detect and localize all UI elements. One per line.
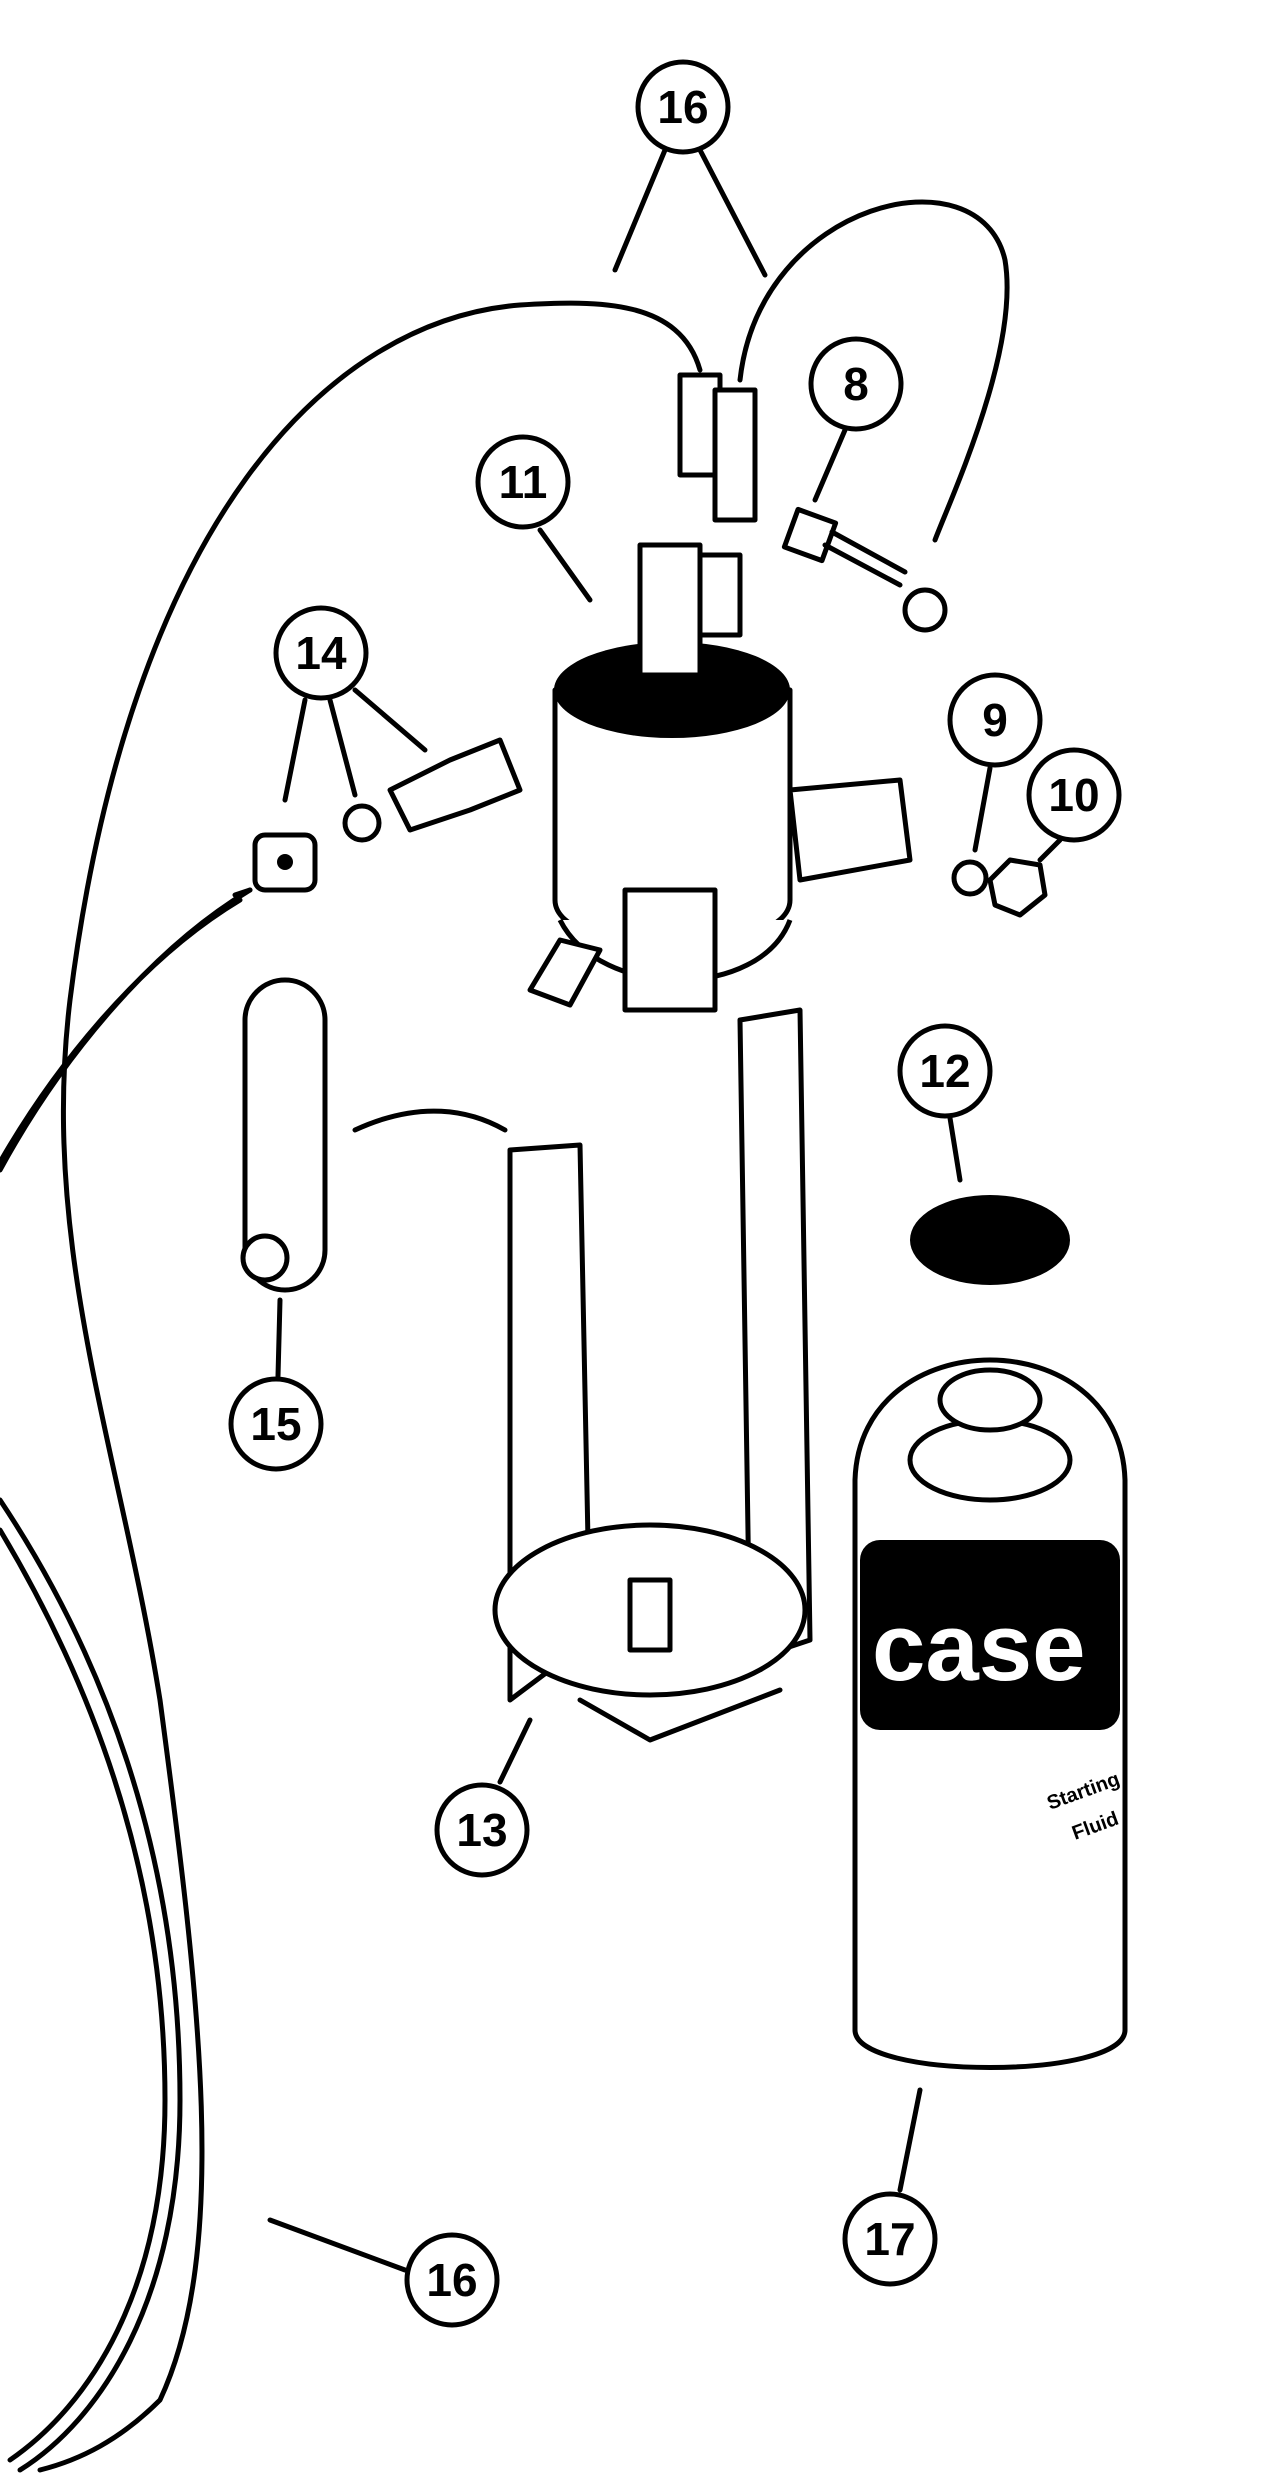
fittings bbox=[232, 737, 523, 898]
bolt bbox=[781, 506, 948, 633]
svg-text:14: 14 bbox=[295, 627, 347, 679]
callout-12: 12 bbox=[897, 1023, 993, 1119]
callout-14: 14 bbox=[273, 605, 369, 701]
svg-text:17: 17 bbox=[864, 2213, 915, 2265]
svg-text:12: 12 bbox=[919, 1045, 970, 1097]
callout-10: 10 bbox=[1026, 747, 1122, 843]
svg-text:10: 10 bbox=[1048, 769, 1099, 821]
wire-connector bbox=[677, 372, 758, 523]
starting-fluid-can: case Starting Fluid bbox=[852, 1357, 1128, 2070]
svg-text:16: 16 bbox=[657, 81, 708, 133]
svg-text:16: 16 bbox=[426, 2254, 477, 2306]
callout-9: 9 bbox=[947, 672, 1043, 768]
lock-washer bbox=[951, 859, 989, 897]
leader-arrows bbox=[267, 147, 1063, 2273]
svg-text:11: 11 bbox=[499, 456, 548, 508]
svg-text:8: 8 bbox=[843, 358, 869, 410]
solenoid-valve bbox=[527, 542, 913, 1013]
callout-16-bottom: 16 bbox=[404, 2232, 500, 2328]
callout-13: 13 bbox=[434, 1782, 530, 1878]
can-cap bbox=[910, 1195, 1070, 1285]
nut bbox=[987, 857, 1048, 918]
can-logo: case bbox=[872, 1594, 1086, 1701]
mounting-bracket bbox=[240, 977, 813, 1743]
callout-8: 8 bbox=[808, 336, 904, 432]
svg-text:15: 15 bbox=[250, 1398, 301, 1450]
callout-17: 17 bbox=[842, 2191, 938, 2287]
svg-text:13: 13 bbox=[456, 1804, 507, 1856]
wire-harness bbox=[0, 199, 1010, 2473]
svg-text:9: 9 bbox=[982, 694, 1008, 746]
callout-16-top: 16 bbox=[635, 59, 731, 155]
callout-15: 15 bbox=[228, 1376, 324, 1472]
callout-11: 11 bbox=[475, 434, 571, 530]
